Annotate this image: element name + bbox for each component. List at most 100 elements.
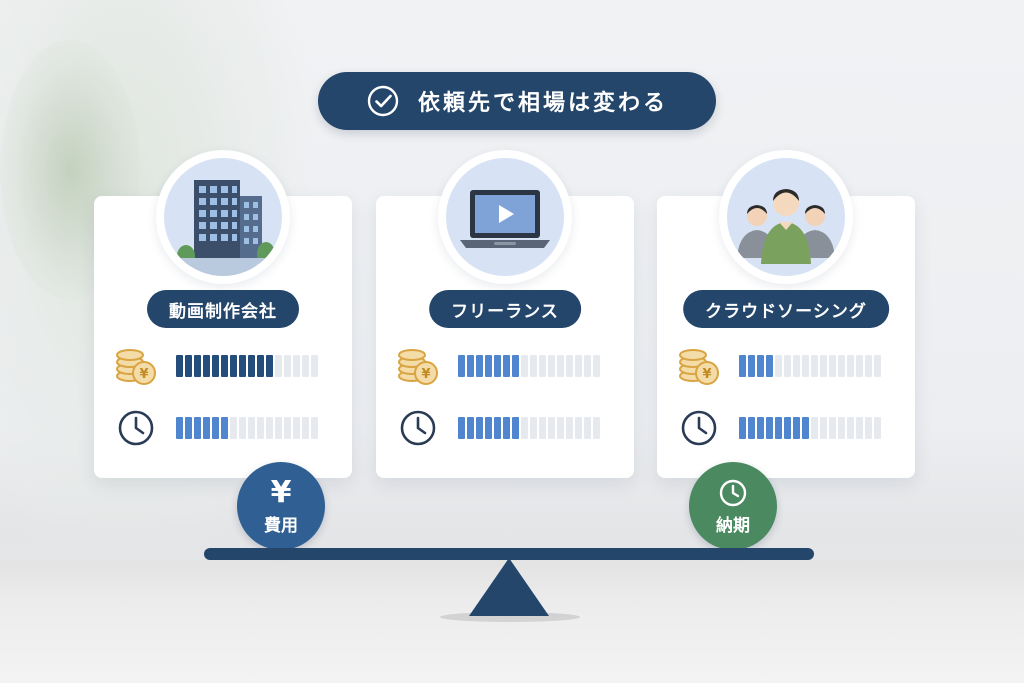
page-title: 依頼先で相場は変わる — [417, 91, 668, 116]
meter-segment — [194, 417, 201, 439]
meter-segment — [275, 355, 282, 377]
cost-bar — [458, 355, 600, 377]
svg-text:¥: ¥ — [139, 367, 148, 382]
meter-segment — [512, 417, 519, 439]
card-label-company: 動画制作会社 — [147, 290, 299, 328]
meter-segment — [485, 417, 492, 439]
meter-segment — [476, 417, 483, 439]
meter-segment — [266, 355, 273, 377]
cost-weight-label: 費用 — [264, 515, 298, 536]
office-building-icon — [164, 180, 282, 276]
meter-segment — [829, 355, 836, 377]
meter-segment — [766, 355, 773, 377]
meter-segment — [575, 417, 582, 439]
cost-meter-row: ¥ — [677, 344, 907, 388]
meter-segment — [311, 355, 318, 377]
meter-segment — [302, 355, 309, 377]
time-bar — [458, 417, 600, 439]
meter-segment — [548, 417, 555, 439]
meter-segment — [503, 417, 510, 439]
meter-segment — [458, 355, 465, 377]
meter-segment — [748, 355, 755, 377]
title-banner: 依頼先で相場は変わる — [318, 72, 716, 130]
meter-segment — [248, 417, 255, 439]
meter-segment — [530, 417, 537, 439]
meter-segment — [539, 417, 546, 439]
meter-segment — [176, 355, 183, 377]
meter-segment — [739, 417, 746, 439]
meter-segment — [512, 355, 519, 377]
meter-segment — [302, 417, 309, 439]
meter-segment — [593, 417, 600, 439]
time-bar — [739, 417, 881, 439]
cost-meter-row: ¥ — [396, 344, 626, 388]
meter-segment — [458, 417, 465, 439]
meter-segment — [311, 417, 318, 439]
meter-segment — [485, 355, 492, 377]
meter-segment — [248, 355, 255, 377]
meter-segment — [203, 417, 210, 439]
meter-segment — [584, 417, 591, 439]
meter-segment — [766, 417, 773, 439]
card-label-crowdsourcing: クラウドソーシング — [683, 290, 889, 328]
meter-segment — [793, 355, 800, 377]
meter-segment — [838, 417, 845, 439]
meter-segment — [521, 355, 528, 377]
time-meter-row — [677, 406, 907, 450]
time-bar — [176, 417, 318, 439]
people-group-icon — [737, 189, 835, 264]
yen-coins-icon: ¥ — [114, 344, 158, 388]
meter-segment — [284, 417, 291, 439]
card-company: 動画制作会社 ¥ — [94, 150, 352, 478]
card-label-freelance: フリーランス — [429, 290, 581, 328]
time-weight: 納期 — [689, 462, 777, 550]
meter-segment — [221, 417, 228, 439]
yen-icon: ¥ — [270, 474, 292, 510]
balance-beam — [204, 548, 814, 560]
cost-weight: ¥ 費用 — [237, 462, 325, 550]
cost-bar — [176, 355, 318, 377]
meter-segment — [494, 417, 501, 439]
meter-segment — [865, 355, 872, 377]
time-meter-row — [396, 406, 626, 450]
meter-segment — [847, 355, 854, 377]
meter-segment — [856, 417, 863, 439]
cost-bar — [739, 355, 881, 377]
meter-segment — [539, 355, 546, 377]
meter-segment — [566, 417, 573, 439]
clock-icon — [396, 406, 440, 450]
svg-text:¥: ¥ — [702, 367, 711, 382]
meter-segment — [176, 417, 183, 439]
meter-segment — [557, 355, 564, 377]
card-icon-circle — [719, 150, 853, 284]
meter-segment — [230, 355, 237, 377]
meter-segment — [221, 355, 228, 377]
meter-segment — [293, 355, 300, 377]
meter-segment — [748, 417, 755, 439]
meter-segment — [203, 355, 210, 377]
meter-segment — [593, 355, 600, 377]
meter-segment — [257, 417, 264, 439]
check-circle-icon — [367, 85, 399, 117]
yen-coins-icon: ¥ — [677, 344, 721, 388]
meter-segment — [829, 417, 836, 439]
meter-segment — [275, 417, 282, 439]
time-weight-label: 納期 — [716, 515, 750, 536]
card-freelance: フリーランス ¥ — [376, 150, 634, 478]
meter-segment — [802, 417, 809, 439]
meter-segment — [847, 417, 854, 439]
meter-segment — [521, 417, 528, 439]
clock-icon — [677, 406, 721, 450]
meter-segment — [566, 355, 573, 377]
meter-segment — [185, 417, 192, 439]
meter-segment — [230, 417, 237, 439]
meter-segment — [185, 355, 192, 377]
meter-segment — [257, 355, 264, 377]
meter-segment — [284, 355, 291, 377]
meter-segment — [239, 355, 246, 377]
meter-segment — [874, 355, 881, 377]
meter-segment — [212, 355, 219, 377]
meter-segment — [820, 355, 827, 377]
card-icon-circle — [438, 150, 572, 284]
card-icon-circle — [156, 150, 290, 284]
